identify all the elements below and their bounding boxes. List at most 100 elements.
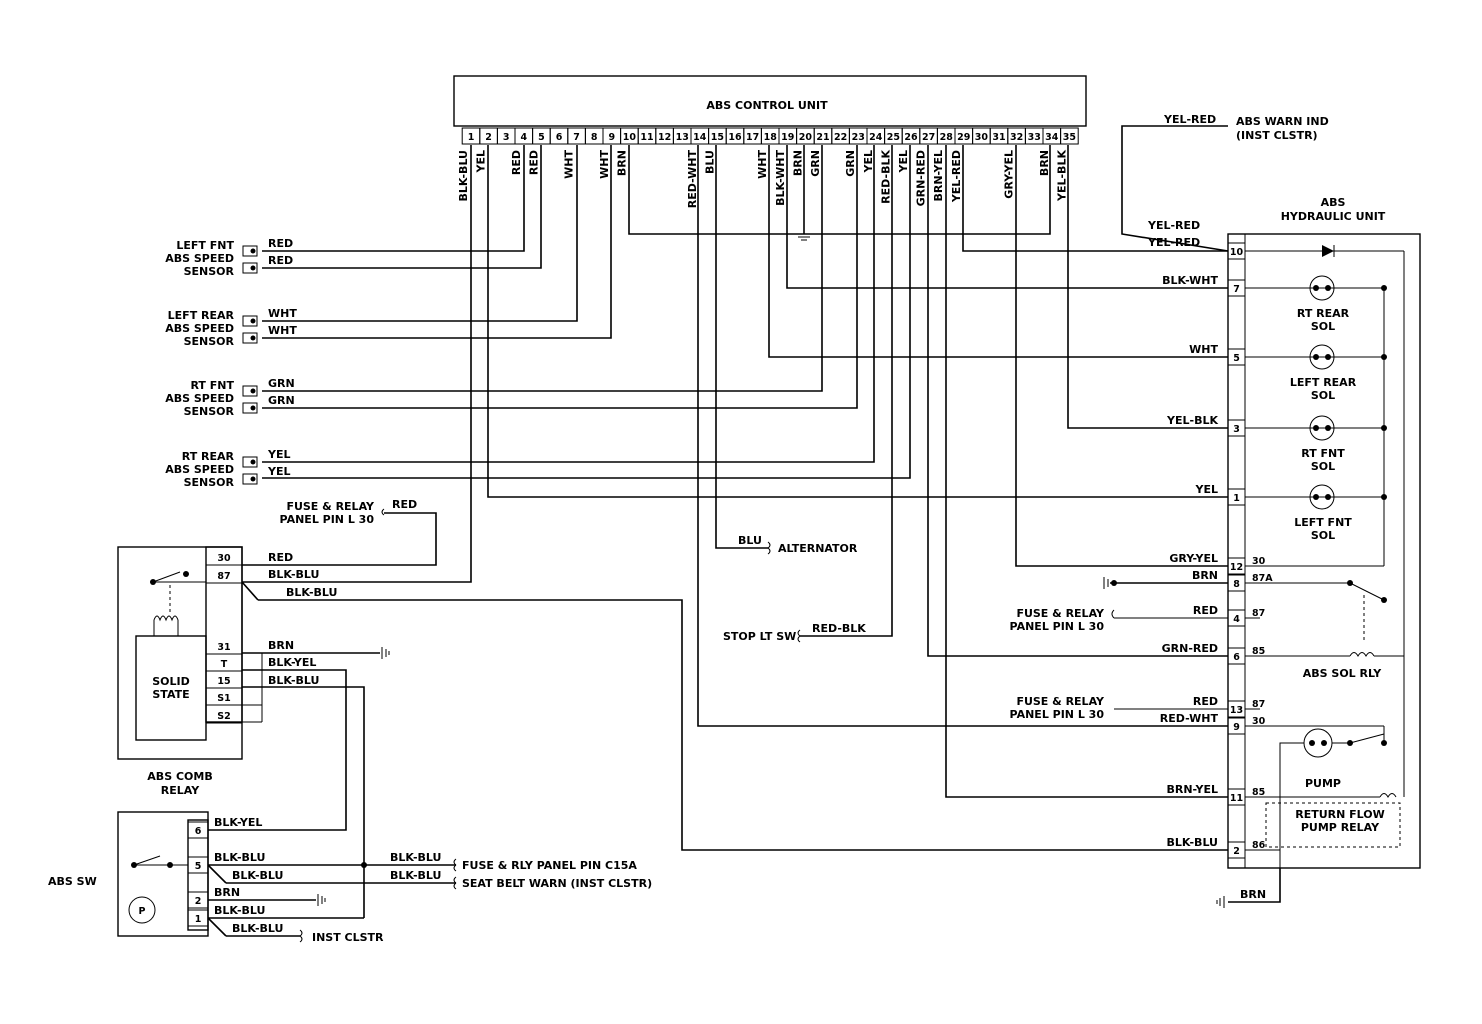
hydraulic-pin-number: 7 xyxy=(1233,284,1240,295)
ecu-pin-number: 3 xyxy=(503,132,510,143)
comb-relay-pin: 87 xyxy=(217,571,230,582)
hydraulic-ground: BRN xyxy=(1216,868,1281,908)
ecu-wire-color: WHT xyxy=(598,150,611,179)
ecu-pin-number: 21 xyxy=(816,132,829,143)
ecu-pin-number: 8 xyxy=(591,132,598,143)
hydraulic-inner-terminal: 87 xyxy=(1252,699,1265,710)
ecu-pin-number: 10 xyxy=(623,132,637,143)
sensor-name-line: ABS SPEED xyxy=(165,322,234,335)
ecu-wire-color: BRN xyxy=(791,150,804,176)
ecu-wire-color: WHT xyxy=(756,150,769,179)
sensor-name-line: ABS SPEED xyxy=(165,463,234,476)
sw-wire-blk-blu-3: BLK-BLU xyxy=(214,904,265,917)
solenoid-label: LEFT REAR xyxy=(1290,376,1357,389)
sensor-terminal xyxy=(250,405,256,411)
fuse-relay-l30-lower-1: FUSE & RELAY xyxy=(1016,695,1105,708)
sensor-connector xyxy=(242,315,258,327)
sensor-connector xyxy=(242,245,258,257)
ecu-wire-color: RED-WHT xyxy=(686,150,699,209)
solenoid-coil-icon xyxy=(1309,415,1335,441)
ecu-pin-number: 4 xyxy=(520,132,527,143)
hydraulic-pin-number: 10 xyxy=(1230,247,1244,258)
yel-red-wire-label-top: YEL-RED xyxy=(1147,219,1200,232)
ecu-pin-number: 18 xyxy=(764,132,778,143)
fuse-relay-l30-upper-2: PANEL PIN L 30 xyxy=(1010,620,1105,633)
sensor-wire-color: RED xyxy=(268,237,293,250)
ecu-pin-number: 9 xyxy=(608,132,615,143)
pump-circuit: PUMP RETURN FLOW PUMP RELAY xyxy=(1245,708,1401,868)
sensor-name-line: SENSOR xyxy=(184,335,235,348)
solenoid-label: SOL xyxy=(1311,529,1335,542)
hydraulic-external-feeds: FUSE & RELAY PANEL PIN L 30 FUSE & RELAY… xyxy=(258,577,1228,851)
hydraulic-inner-terminal: 86 xyxy=(1252,840,1266,851)
hydraulic-inner-terminal: 30 xyxy=(1252,716,1266,727)
ecu-wire-color: GRN-RED xyxy=(915,150,928,206)
comb-relay-wires: RED BLK-BLU BLK-BLU BRN BLK-YEL BLK-BLU xyxy=(208,551,390,918)
ecu-pin-number: 22 xyxy=(834,132,847,143)
sw-ext-wire-2: BLK-BLU xyxy=(390,869,441,882)
ecu-pin-number: 5 xyxy=(538,132,545,143)
hydraulic-inner-terminal: 87 xyxy=(1252,608,1265,619)
ecu-wire-color: YEL xyxy=(862,150,875,174)
comb-relay-name-2: RELAY xyxy=(161,784,200,797)
sw-wire-blk-yel: BLK-YEL xyxy=(214,816,262,829)
hydraulic-pin-number: 11 xyxy=(1230,793,1243,804)
sensor-wire-color: WHT xyxy=(268,307,297,320)
return-relay-label-2: PUMP RELAY xyxy=(1301,821,1380,834)
control-unit-wires xyxy=(262,145,1228,798)
sensor-terminal xyxy=(250,459,256,465)
solenoid-coil-icon xyxy=(1309,484,1335,510)
hydraulic-inner-terminal: 85 xyxy=(1252,646,1265,657)
alternator-label: ALTERNATOR xyxy=(778,542,858,555)
abs-sol-relay: ABS SOL RLY xyxy=(1245,565,1404,680)
sensor-wire-color: RED xyxy=(268,254,293,267)
diode-icon xyxy=(1322,245,1334,257)
abs-switch-pin: 5 xyxy=(195,861,202,872)
ecu-pin-number: 7 xyxy=(573,132,580,143)
hydraulic-pin-number: 5 xyxy=(1233,353,1240,364)
sensor-name-line: LEFT REAR xyxy=(168,309,235,322)
hydraulic-pin-number: 2 xyxy=(1233,846,1240,857)
sw-wire-blk-blu-4: BLK-BLU xyxy=(232,922,283,935)
ecu-wire-color: GRY-YEL xyxy=(1003,150,1016,199)
solenoid-coil-icon xyxy=(1309,344,1335,370)
ecu-pin-number: 13 xyxy=(676,132,689,143)
ecu-pin-number: 20 xyxy=(799,132,813,143)
return-relay-label-1: RETURN FLOW xyxy=(1295,808,1385,821)
ecu-pin-number: 35 xyxy=(1063,132,1076,143)
alternator-wire: BLU xyxy=(738,534,762,547)
sensor-wire-color: WHT xyxy=(268,324,297,337)
hydraulic-pin-number: 4 xyxy=(1233,614,1240,625)
sensor-name-line: RT REAR xyxy=(182,450,235,463)
hydraulic-inner-terminal: 30 xyxy=(1252,556,1266,567)
abs-switch-pin: 2 xyxy=(195,896,202,907)
sensor-wire-color: YEL xyxy=(267,448,291,461)
ecu-pin-number: 25 xyxy=(887,132,900,143)
ecu-pin-number: 24 xyxy=(869,132,883,143)
ecu-pin-number: 2 xyxy=(485,132,492,143)
stop-lt-wire: RED-BLK xyxy=(812,622,866,635)
ecu-pin-number: 34 xyxy=(1045,132,1059,143)
ecu-wire-color: BRN-YEL xyxy=(932,150,945,202)
solid-state-1: SOLID xyxy=(152,675,190,688)
switch-mark: P xyxy=(139,906,146,917)
ecu-wire-color: YEL-BLK xyxy=(1055,150,1068,202)
comb-wire-red: RED xyxy=(268,551,293,564)
abs-switch-pin: 1 xyxy=(195,914,202,925)
sensor-wire-color: GRN xyxy=(268,394,295,407)
ecu-wire-color: GRN xyxy=(844,150,857,177)
solenoid-coil-icon xyxy=(1309,275,1335,301)
abs-sw-label: ABS SW xyxy=(48,875,97,888)
ecu-wire-color: RED xyxy=(510,150,523,175)
hydraulic-pin-wire: RED-WHT xyxy=(1160,712,1219,725)
sensor-name-line: SENSOR xyxy=(184,265,235,278)
ecu-wire-color: GRN xyxy=(809,150,822,177)
ecu-pin-number: 15 xyxy=(711,132,724,143)
ecu-pin-number: 29 xyxy=(957,132,970,143)
